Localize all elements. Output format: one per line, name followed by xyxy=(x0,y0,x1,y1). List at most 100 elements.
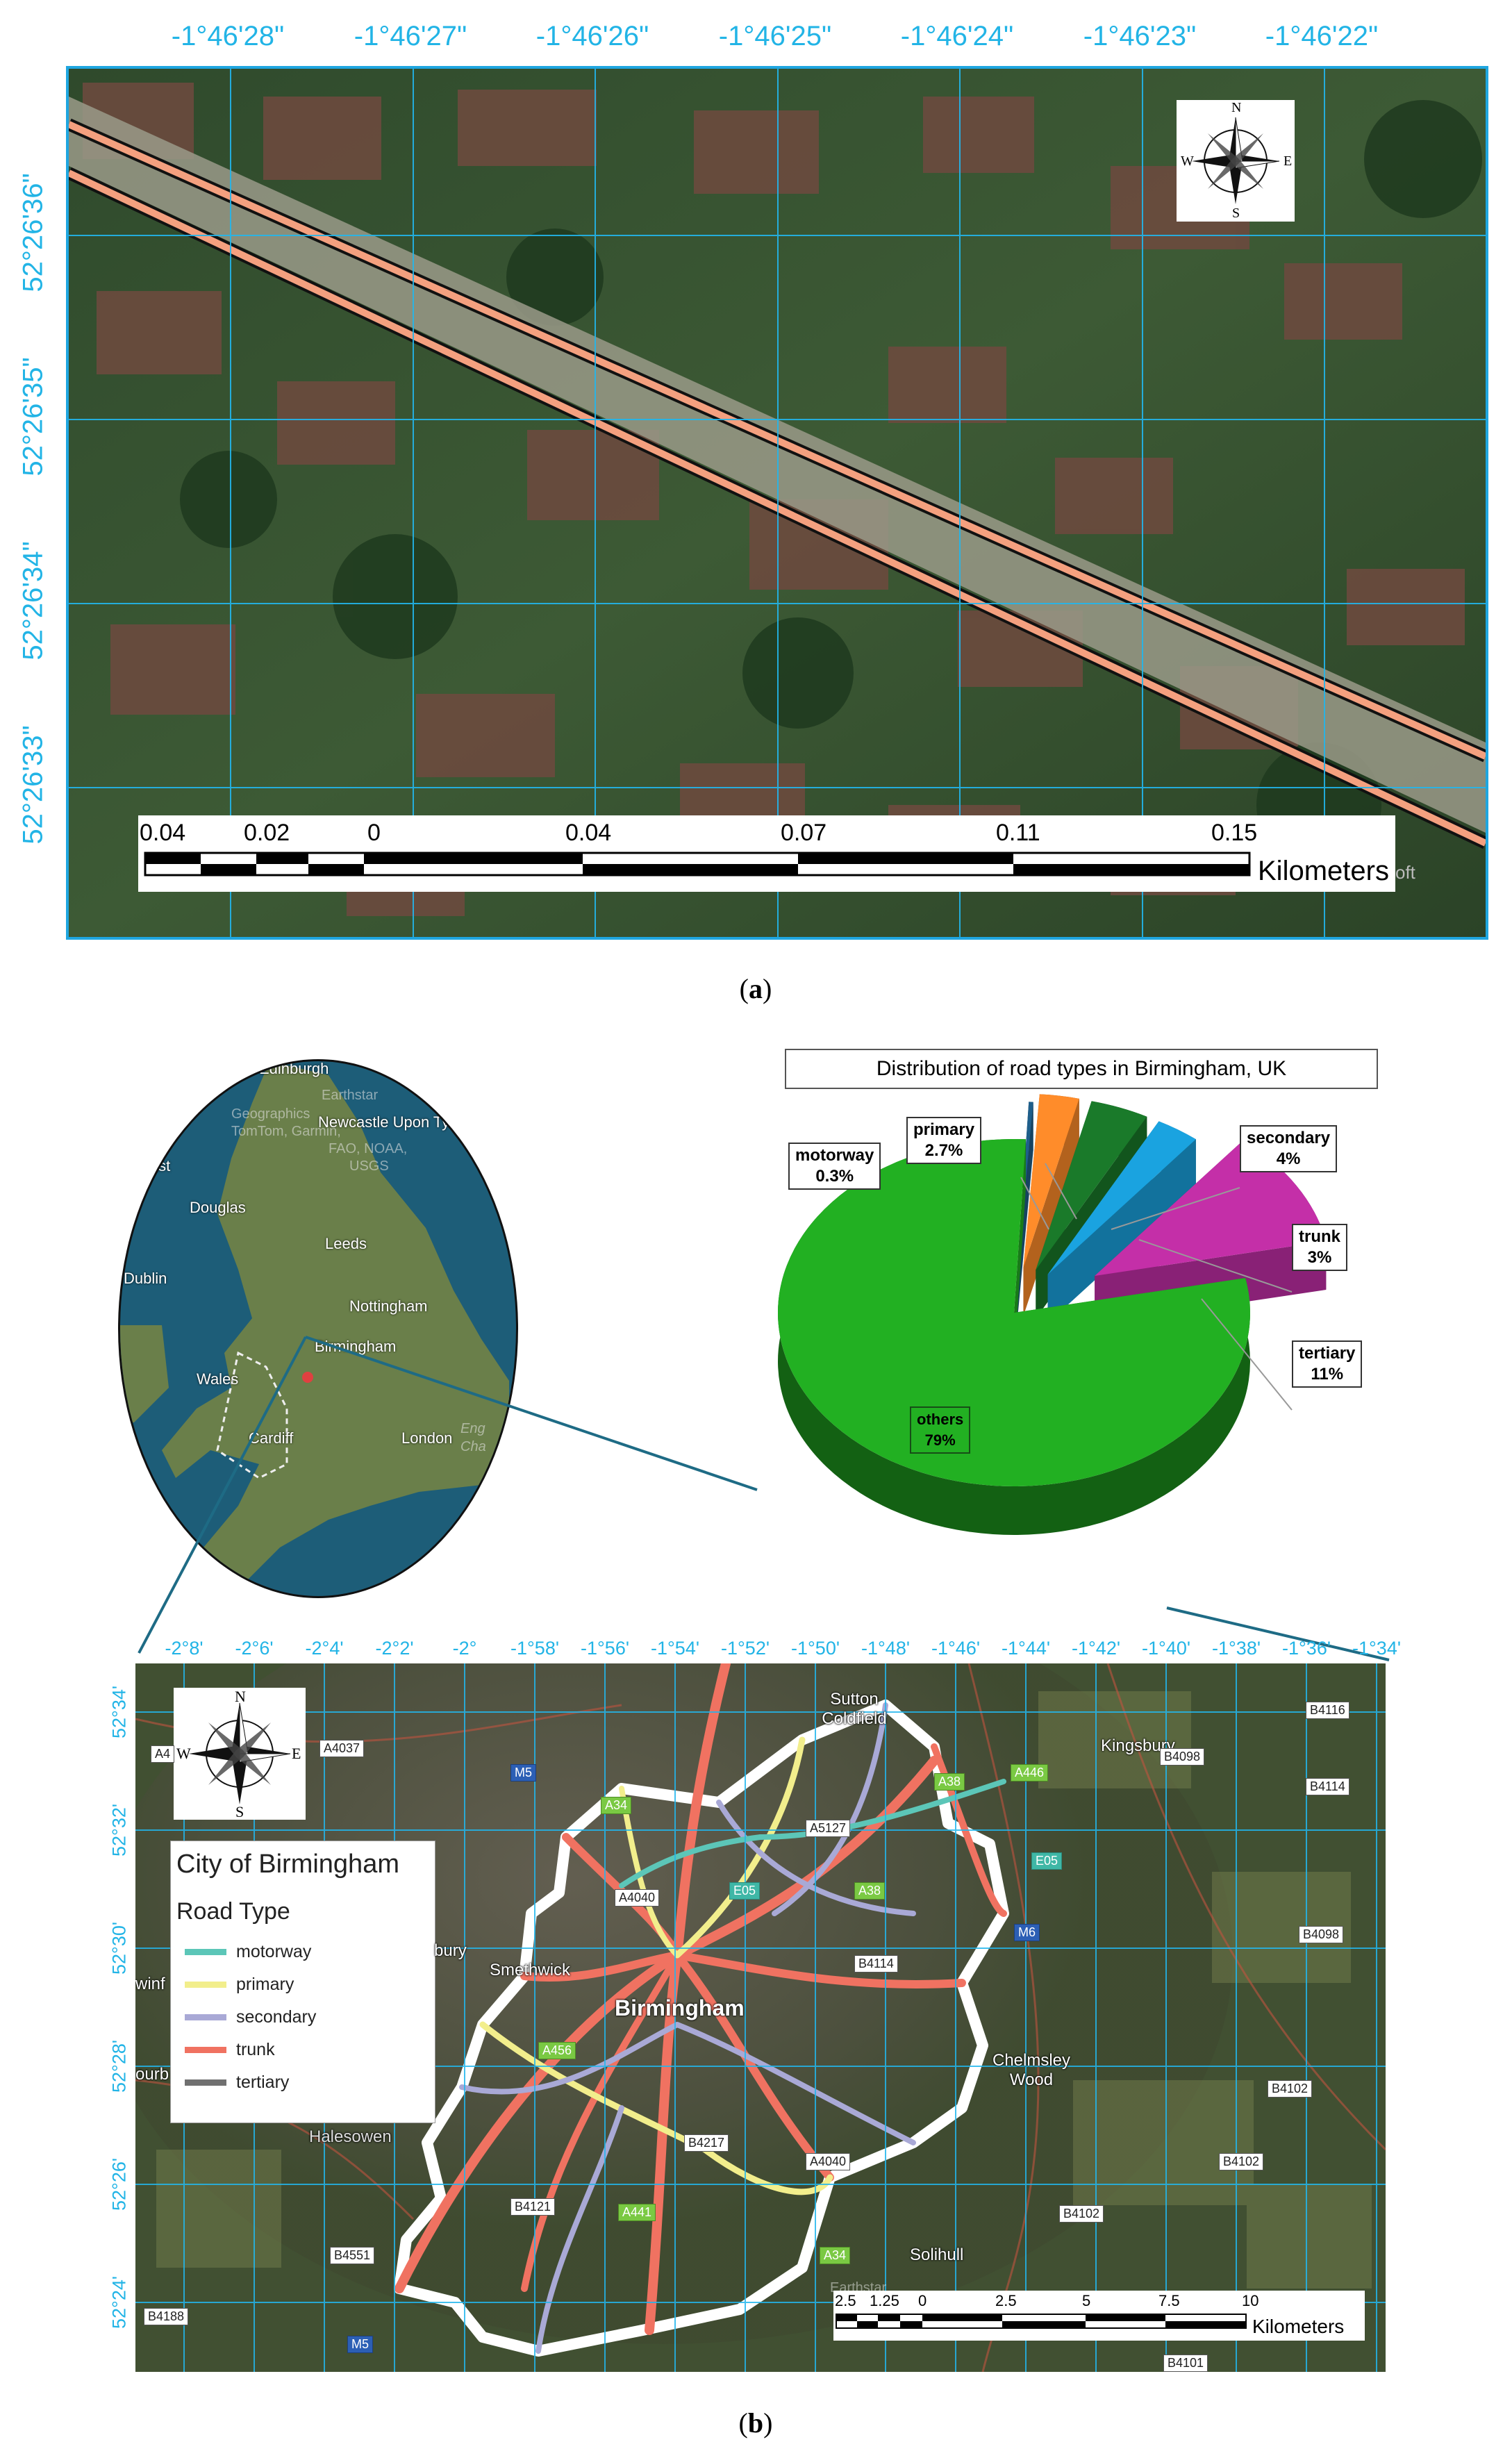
road-label: M6 xyxy=(1014,1924,1040,1941)
compass-s: S xyxy=(1232,206,1240,221)
road-label: E05 xyxy=(1031,1852,1063,1870)
compass-w: W xyxy=(1181,153,1194,169)
compass-e: E xyxy=(1283,153,1293,169)
pie-leader-line xyxy=(1020,1177,1049,1230)
map-credit: Earthstar xyxy=(322,1088,379,1103)
lon-tick: -1°58' xyxy=(510,1638,559,1659)
legend-title: City of Birmingham xyxy=(176,1850,399,1879)
legend-subtitle: Road Type xyxy=(176,1898,290,1925)
city-label: Nottingham xyxy=(349,1297,428,1315)
road-label: M5 xyxy=(510,1764,537,1782)
legend-swatch xyxy=(185,2079,226,2086)
road-label: B4102 xyxy=(1268,2080,1313,2098)
legend-swatch xyxy=(185,1949,226,1955)
birmingham-map: N S W E City of Birmingham Road Type mot… xyxy=(135,1663,1386,2372)
legend-label: secondary xyxy=(236,2007,317,2027)
road-label: A34 xyxy=(601,1797,632,1814)
lon-tick: -2°4' xyxy=(305,1638,344,1659)
compass-rose-icon: N S W E xyxy=(1177,100,1295,222)
legend-label: trunk xyxy=(236,2040,275,2059)
map-credit: Geographics xyxy=(231,1106,310,1122)
pie-slice-tertiary xyxy=(1095,1140,1327,1325)
legend-swatch xyxy=(185,2047,226,2053)
road-label: A4040 xyxy=(615,1889,660,1907)
compass-w: W xyxy=(176,1745,191,1762)
legend-item: tertiary xyxy=(185,2073,289,2093)
city-label: Birmingham xyxy=(315,1338,397,1355)
lon-tick: -1°46'26" xyxy=(535,21,649,51)
road-label: A446 xyxy=(1011,1764,1049,1782)
lon-tick: -2°8' xyxy=(165,1638,203,1659)
lon-tick: -1°46'27" xyxy=(354,21,467,51)
city-label: Leeds xyxy=(325,1235,367,1252)
city-label: Dublin xyxy=(124,1270,167,1287)
road-label: A5127 xyxy=(806,1820,851,1837)
scale-bar-a: 0.04 0.02 0 0.04 0.07 0.11 0.15 Kilomete… xyxy=(138,815,1395,892)
lon-tick: -1°34' xyxy=(1352,1638,1401,1659)
pie-graphic xyxy=(778,1094,1327,1535)
road-label: M5 xyxy=(347,2336,374,2353)
lon-tick: -1°40' xyxy=(1142,1638,1190,1659)
lon-tick: -2°6' xyxy=(235,1638,274,1659)
panel-a: -1°46'28" -1°46'27" -1°46'26" -1°46'25" … xyxy=(0,0,1512,1028)
legend-item: trunk xyxy=(185,2040,275,2060)
scale-label: 0 xyxy=(918,2292,927,2309)
place-label: Halesowen xyxy=(309,2127,392,2146)
road-label: A38 xyxy=(934,1773,965,1791)
city-label: Newcastle Upon Tyne xyxy=(318,1113,467,1131)
place-label: Chelmsley Wood xyxy=(992,2051,1071,2089)
pie-leader-line xyxy=(1138,1239,1293,1293)
compass-n: N xyxy=(1231,100,1242,115)
road-label: B4114 xyxy=(1306,1778,1349,1795)
road-label: B4116 xyxy=(1306,1702,1349,1719)
road-label: B4121 xyxy=(510,2198,556,2216)
lon-tick: -1°52' xyxy=(721,1638,770,1659)
scale-label: 0.04 xyxy=(140,820,186,846)
birmingham-map-panel: -2°8'-2°6'-2°4'-2°2'-2°-1°58'-1°56'-1°54… xyxy=(0,1625,1512,2403)
road-label: B4098 xyxy=(1160,1748,1205,1766)
pie-leader-line xyxy=(1045,1163,1077,1220)
panel-b: Edinburgh Earthstar Geographics TomTom, … xyxy=(0,1028,1512,2458)
place-label: Solihull xyxy=(910,2245,964,2264)
map-credit: TomTom, Garmin, xyxy=(231,1124,341,1139)
legend-label: tertiary xyxy=(236,2073,290,2092)
lon-tick: -2° xyxy=(452,1638,477,1659)
pie-leader-line xyxy=(1201,1298,1293,1411)
lon-tick: -1°46' xyxy=(931,1638,980,1659)
legend-label: motorway xyxy=(236,1942,312,1961)
panel-b-caption: (b) xyxy=(738,2407,773,2439)
satellite-image-a: N S W E 0.04 0.02 0 0.04 0.07 0.11 0.15 xyxy=(66,66,1488,940)
lat-tick: 52°26'34" xyxy=(17,541,49,661)
road-label: B4188 xyxy=(144,2308,189,2325)
scale-label: 0.07 xyxy=(781,820,827,846)
scale-label: 5 xyxy=(1082,2292,1091,2309)
lat-tick: 52°28' xyxy=(108,2039,130,2093)
lon-tick: -1°46'28" xyxy=(171,21,285,51)
scale-bar-graphic xyxy=(144,852,1251,877)
place-label: winf xyxy=(135,1975,165,1993)
scale-label: 7.5 xyxy=(1158,2292,1180,2309)
compass-rose-icon: N S W E xyxy=(174,1688,306,1820)
road-label: B4551 xyxy=(330,2247,375,2264)
scale-bar-graphic xyxy=(836,2314,1247,2329)
legend-swatch xyxy=(185,2014,226,2020)
place-label: Smethwick xyxy=(490,1961,571,1979)
legend-item: secondary xyxy=(185,2007,316,2027)
city-label: Wales xyxy=(197,1370,239,1388)
lat-tick: 52°26'36" xyxy=(17,173,49,292)
road-label: B4102 xyxy=(1219,2153,1264,2170)
legend-item: primary xyxy=(185,1975,294,1995)
road-label: B4217 xyxy=(684,2134,729,2152)
lon-tick: -1°48' xyxy=(861,1638,910,1659)
road-label: A34 xyxy=(820,2247,851,2264)
birmingham-map-graphic xyxy=(135,1663,1386,2372)
map-legend: City of Birmingham Road Type motorway pr… xyxy=(170,1841,435,2123)
place-label: ourb xyxy=(135,2065,169,2084)
compass-n: N xyxy=(235,1688,246,1705)
lat-tick: 52°26' xyxy=(108,2157,130,2211)
lat-tick: 52°30' xyxy=(108,1921,130,1975)
road-label: A38 xyxy=(854,1882,886,1900)
